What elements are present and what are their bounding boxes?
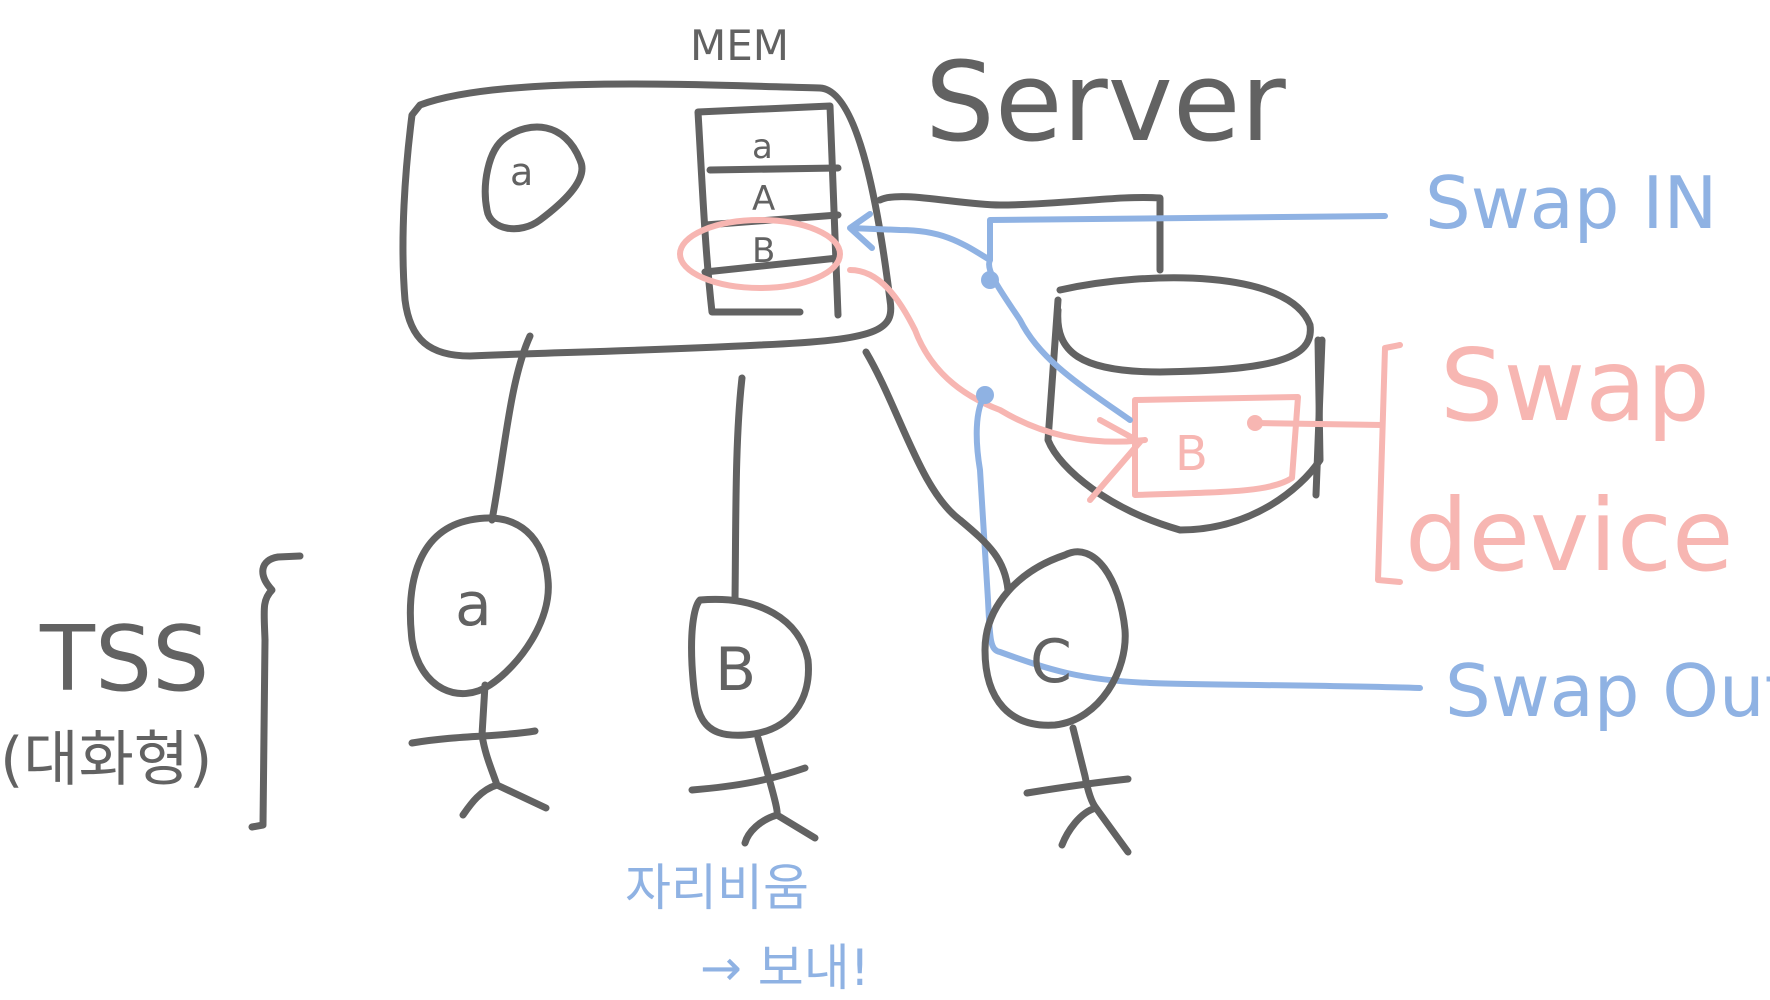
process-a-label: a [510,150,533,194]
disk-body [1044,296,1324,534]
swapped-slot-highlight [677,217,843,291]
disk-side-right [1312,336,1326,499]
mem-label: MEM [690,21,789,70]
user-a: a [406,514,552,819]
swapped-process-label: B [1175,426,1208,482]
link-user-a [488,332,534,524]
connector-to-disk [876,193,1164,274]
swap-device-pointer [1252,420,1385,428]
user-b-head [688,595,812,739]
link-user-c [862,348,1012,594]
memory-slot-1: a [752,127,773,167]
link-user-b [731,374,746,604]
user-c: C [981,548,1132,856]
swap-device-bracket [1375,342,1403,585]
swap-out-line [973,392,1423,691]
swap-hint-label: → 보내! [700,939,870,997]
swap-out-dot [976,386,994,404]
memory-divider-1 [706,164,842,174]
swap-in-label: Swap IN [1425,161,1717,245]
user-b: B [688,595,819,847]
user-c-head [981,548,1129,729]
user-c-body [1023,724,1132,856]
swap-device-dot [1247,415,1263,431]
user-b-label: B [715,635,756,705]
user-a-body [408,681,550,819]
swap-in-arrow [847,211,993,263]
swap-out-path [847,267,1148,445]
server-label: Server [925,38,1286,166]
swap-out-arrowhead [1087,417,1143,503]
server-box [399,80,895,360]
device-label: device [1405,477,1733,594]
process-a-blob [481,123,586,233]
swap-out-label: Swap Out [1445,649,1770,733]
swap-in-line [986,213,1388,423]
user-c-label: C [1030,627,1072,697]
tss-label: TSS [39,607,209,712]
tss-bracket [248,552,304,831]
swap-label: Swap [1440,327,1710,444]
memory-divider-3 [701,254,842,276]
swap-in-dot [981,271,999,289]
user-a-label: a [455,570,492,640]
disk-top [1054,274,1314,376]
user-b-body [688,734,819,847]
swapped-process-box [1132,394,1301,498]
tss-note: (대화형) [0,725,212,795]
user-a-head [406,514,552,697]
memory-slot-2: A [752,179,775,219]
memory-slot-3: B [752,231,775,271]
away-label: 자리비움 [625,859,809,917]
